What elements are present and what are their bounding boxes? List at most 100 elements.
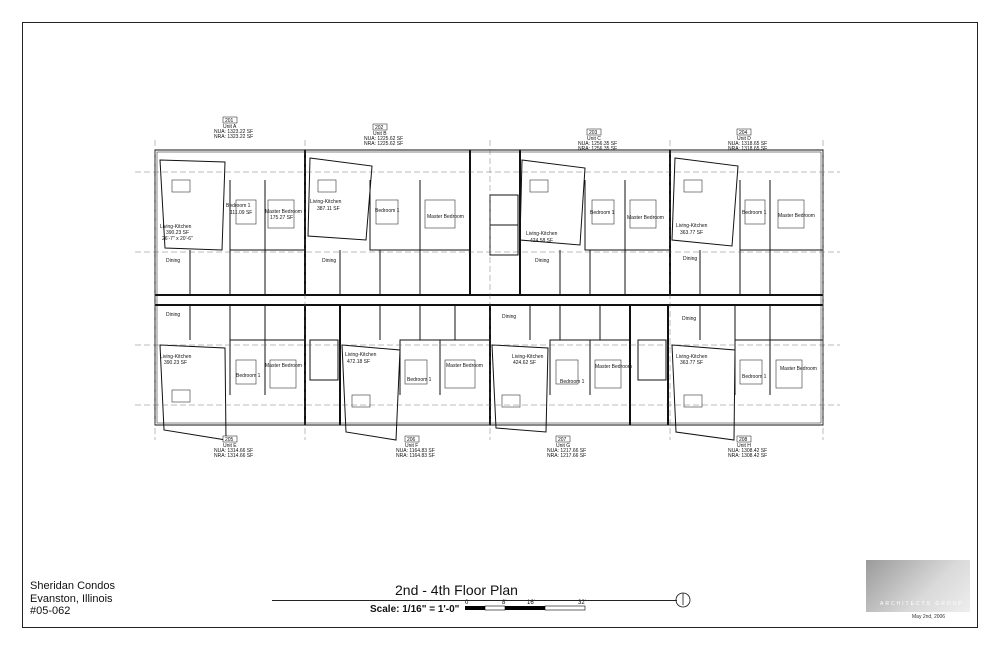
room-label-master-bedroom-204: Master Bedroom — [778, 213, 815, 219]
room-label-living-kitchen-205: Living-Kitchen — [160, 354, 192, 360]
walls-201 — [189, 180, 305, 295]
room-label-living-kitchen-208-area: 363.77 SF — [680, 360, 703, 366]
room-label-living-kitchen-202-area: 387.11 SF — [317, 206, 340, 212]
walls-203 — [559, 180, 670, 295]
room-label-bedroom1-201: Bedroom 1 — [226, 203, 251, 209]
scale-tick-32: 32' — [578, 600, 586, 606]
room-label-bedroom1-208: Bedroom 1 — [742, 374, 767, 380]
unit-201-num: 201 — [225, 118, 234, 124]
stair-east — [637, 339, 667, 381]
unit-207-num: 207 — [558, 437, 567, 443]
room-label-living-kitchen-204: Living-Kitchen — [676, 223, 708, 229]
room-label-living-kitchen-201: Living-Kitchen — [160, 224, 192, 230]
firm-logo — [866, 560, 970, 612]
unit-205-name: Unit E — [223, 443, 237, 449]
walls-204 — [699, 180, 823, 295]
bay-203 — [519, 159, 586, 246]
room-label-master-bedroom-206: Master Bedroom — [446, 363, 483, 369]
walls-202 — [339, 180, 470, 295]
unit-203-nra: NRA: 1256.35 SF — [578, 146, 617, 152]
north-arrow-icon — [675, 592, 691, 608]
room-label-master-bedroom-208: Master Bedroom — [780, 366, 817, 372]
room-label-living-kitchen-202: Living-Kitchen — [310, 199, 342, 205]
room-label-living-kitchen-207: Living-Kitchen — [512, 354, 544, 360]
room-label-master-bedroom-202: Master Bedroom — [427, 214, 464, 220]
room-label-living-kitchen-201-area: 390.23 SF — [166, 230, 189, 236]
bay-206 — [341, 344, 401, 441]
room-label-bedroom1-205: Bedroom 1 — [236, 373, 261, 379]
unit-203-nua: NUA: 1256.35 SF — [578, 141, 617, 147]
room-label-dining-207: Dining — [502, 314, 516, 320]
sheet-border — [22, 22, 978, 628]
room-label-master-bedroom-201: Master Bedroom — [265, 209, 302, 215]
room-label-bedroom1-201-area: 111.09 SF — [230, 210, 252, 216]
bay-201 — [159, 159, 226, 251]
firm-logo-text: ARCHITECTS GROUP — [880, 601, 964, 607]
unit-203-name: Unit C — [587, 136, 601, 142]
title-underline — [272, 600, 677, 601]
scale-tick-16: 16' — [527, 600, 535, 606]
furniture — [171, 179, 805, 408]
unit-208-nra: NRA: 1308.42 SF — [728, 453, 767, 459]
stair-west — [309, 339, 339, 381]
walls-206 — [379, 305, 490, 395]
project-name: Sheridan Condos — [30, 580, 116, 592]
room-label-dining-208: Dining — [682, 316, 696, 322]
bay-208 — [671, 344, 736, 441]
unit-202-num: 202 — [375, 125, 384, 131]
scale-tick-0: 0 — [465, 600, 469, 606]
unit-206-nua: NUA: 1164.83 SF — [396, 448, 435, 454]
room-label-dining-205: Dining — [166, 312, 180, 318]
project-number: #05-062 — [30, 605, 71, 617]
scale-label: Scale: 1/16" = 1'-0" — [370, 604, 460, 615]
unit-202-name: Unit B — [373, 131, 387, 137]
room-label-living-kitchen-206-area: 472.18 SF — [347, 359, 370, 365]
room-label-bedroom1-207: Bedroom 1 — [560, 379, 585, 385]
room-label-master-bedroom-205: Master Bedroom — [265, 363, 302, 369]
unit-206-num: 206 — [407, 437, 416, 443]
walls-207 — [529, 305, 630, 395]
unit-201-nra: NRA: 1323.22 SF — [214, 134, 253, 140]
drawing-title: 2nd - 4th Floor Plan — [395, 582, 518, 598]
project-location: Evanston, Illinois — [30, 592, 113, 605]
room-label-master-bedroom-203: Master Bedroom — [627, 215, 664, 221]
room-label-dining-204: Dining — [683, 256, 697, 262]
unit-206-name: Unit F — [405, 443, 418, 449]
unit-208-num: 208 — [739, 437, 748, 443]
room-label-bedroom1-206: Bedroom 1 — [407, 377, 432, 383]
unit-203-num: 203 — [589, 130, 598, 136]
scale-tick-8: 8' — [502, 600, 506, 606]
room-label-living-kitchen-203-area: 424.58 SF — [530, 238, 553, 244]
room-label-master-bedroom-207: Master Bedroom — [595, 364, 632, 370]
unit-205-nua: NUA: 1314.66 SF — [214, 448, 253, 454]
unit-205-num: 205 — [225, 437, 234, 443]
unit-207-nua: NUA: 1217.66 SF — [547, 448, 586, 454]
unit-206-nra: NRA: 1164.83 SF — [396, 453, 435, 459]
unit-208-name: Unit H — [737, 443, 751, 449]
unit-207-name: Unit G — [556, 443, 570, 449]
bay-202 — [307, 157, 373, 241]
room-label-living-kitchen-206: Living-Kitchen — [345, 352, 377, 358]
unit-201-name: Unit A — [223, 124, 237, 130]
room-label-living-kitchen-205-area: 390.23 SF — [164, 360, 187, 366]
drawing-date: May 2nd, 2006 — [912, 614, 946, 620]
room-label-dining-201: Dining — [166, 258, 180, 264]
unit-204-nra: NRA: 1318.65 SF — [728, 146, 767, 152]
unit-201-nua: NUA: 1323.22 SF — [214, 129, 253, 135]
grid-lines — [135, 140, 840, 440]
walls-205 — [189, 305, 305, 395]
walls-208 — [699, 305, 823, 395]
room-label-bedroom1-203: Bedroom 1 — [590, 210, 615, 216]
unit-207-nra: NRA: 1217.66 SF — [547, 453, 586, 459]
room-label-living-kitchen-204-area: 363.77 SF — [680, 230, 703, 236]
unit-205-nra: NRA: 1314.66 SF — [214, 453, 253, 459]
